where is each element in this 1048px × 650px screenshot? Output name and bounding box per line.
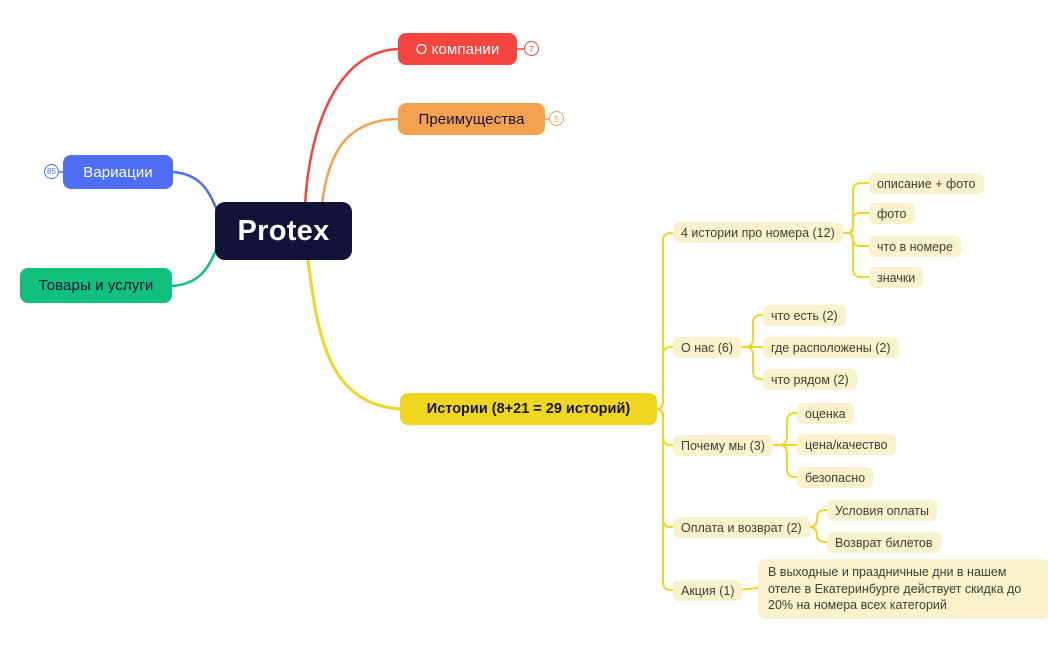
node-pochemu-my[interactable]: Почему мы (3) xyxy=(673,435,773,456)
node-chto-v-nomere[interactable]: что в номере xyxy=(869,236,961,257)
badge-o-kompanii-count[interactable]: 7 xyxy=(524,41,539,56)
node-znachki[interactable]: значки xyxy=(869,267,924,288)
line-istorii xyxy=(306,258,402,411)
line-nomera-sub-3 xyxy=(838,232,869,278)
node-oplata-i-vozvrat[interactable]: Оплата и возврат (2) xyxy=(673,517,810,538)
line-istorii-child-0 xyxy=(650,232,673,410)
node-tsena-kachestvo[interactable]: цена/качество xyxy=(797,434,896,455)
line-istorii-child-3 xyxy=(650,408,673,528)
node-istorii[interactable]: Истории (8+21 = 29 историй) xyxy=(400,393,657,425)
node-4-istorii-pro-nomera[interactable]: 4 истории про номера (12) xyxy=(673,222,843,243)
node-aktsiya-text[interactable]: В выходные и праздничные дни в нашем оте… xyxy=(758,559,1048,619)
line-onas-sub-2 xyxy=(736,346,763,380)
node-variatsii[interactable]: Вариации xyxy=(63,155,173,189)
node-vozvrat-biletov[interactable]: Возврат билетов xyxy=(827,532,941,553)
line-tovary xyxy=(170,248,218,288)
node-usloviya-oplaty[interactable]: Условия оплаты xyxy=(827,500,938,521)
node-aktsiya[interactable]: Акция (1) xyxy=(673,580,743,601)
line-pochemu-sub-2 xyxy=(762,444,797,478)
node-preimushchestva[interactable]: Преимущества xyxy=(398,103,545,135)
node-otsenka[interactable]: оценка xyxy=(797,403,854,424)
node-o-nas[interactable]: О нас (6) xyxy=(673,337,742,358)
node-root-protex[interactable]: Protex xyxy=(215,202,352,260)
node-opisanie-plus-foto[interactable]: описание + фото xyxy=(869,173,984,194)
line-preimushchestva xyxy=(320,117,400,206)
line-oplata-sub-1 xyxy=(798,526,827,543)
node-gde-raspolozheny[interactable]: где расположены (2) xyxy=(763,337,899,358)
line-o-kompanii xyxy=(303,47,400,206)
line-istorii-child-4 xyxy=(650,408,673,591)
badge-preimushchestva-count[interactable]: 5 xyxy=(549,111,564,126)
node-foto[interactable]: фото xyxy=(869,203,915,224)
node-bezopasno[interactable]: безопасно xyxy=(797,467,874,488)
node-chto-est[interactable]: что есть (2) xyxy=(763,305,846,326)
node-o-kompanii[interactable]: О компании xyxy=(398,33,517,65)
node-tovary-i-uslugi[interactable]: Товары и услуги xyxy=(20,268,172,303)
badge-variatsii-count[interactable]: 85 xyxy=(44,164,59,179)
line-variatsii xyxy=(171,170,218,210)
node-chto-ryadom[interactable]: что рядом (2) xyxy=(763,369,857,390)
